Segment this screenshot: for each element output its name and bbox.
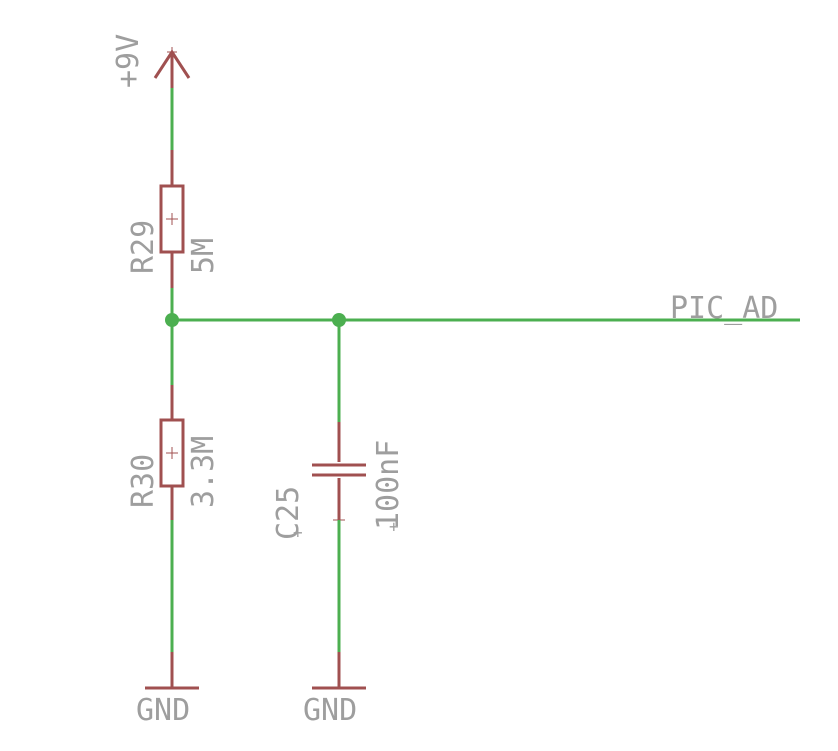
junction-dot-left <box>165 313 179 327</box>
supply-label: +9V <box>111 34 146 88</box>
resistor-r30[interactable] <box>159 385 185 520</box>
c25-value-origin: + <box>389 517 399 536</box>
ground-symbol-right[interactable] <box>312 652 366 690</box>
capacitor-c25[interactable] <box>312 422 366 521</box>
c25-name: C25 <box>271 486 306 540</box>
resistor-r29[interactable] <box>159 150 185 288</box>
gnd-right-label: GND <box>303 693 357 728</box>
r29-value: 5M <box>186 238 221 274</box>
c25-value: 100nF <box>371 440 406 530</box>
r29-name: R29 <box>126 220 161 274</box>
r30-value: 3.3M <box>186 436 221 508</box>
net-label: PIC_AD <box>670 291 778 326</box>
ground-symbol-left[interactable] <box>145 652 199 690</box>
supply-9v-symbol[interactable] <box>153 47 191 88</box>
gnd-left-label: GND <box>136 693 190 728</box>
r30-name: R30 <box>126 454 161 508</box>
c25-name-origin: + <box>293 523 303 542</box>
